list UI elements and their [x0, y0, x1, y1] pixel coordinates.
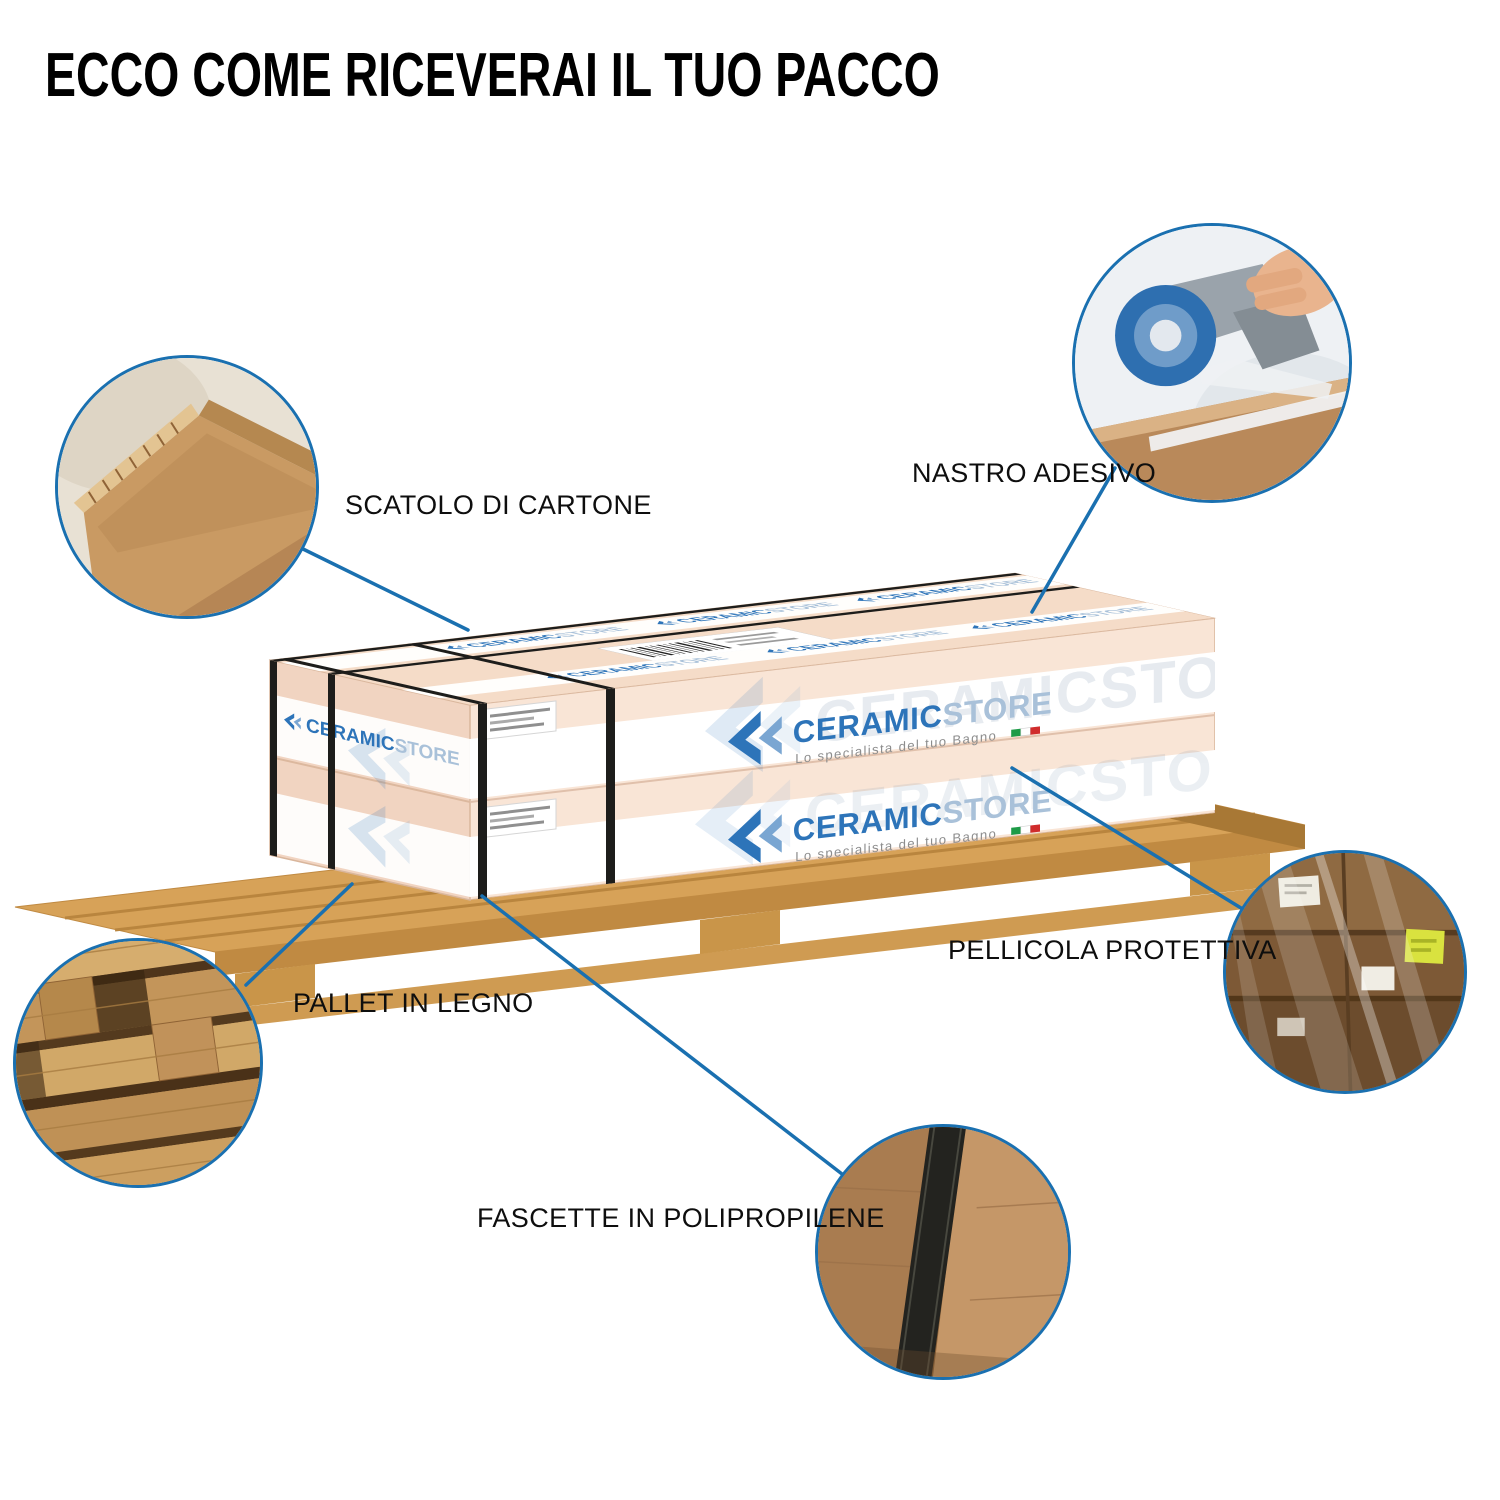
strap	[606, 688, 615, 885]
film-wrapped-boxes-photo	[1226, 853, 1464, 1091]
callout-label-nastro: NASTRO ADESIVO	[912, 458, 1157, 488]
strap	[478, 703, 487, 900]
connector-line-pallet	[244, 882, 354, 987]
pallet-bottom-rail	[235, 887, 1270, 1027]
strap	[406, 643, 615, 690]
callout-photo-nastro	[1072, 223, 1352, 503]
italian-flag-icon	[1011, 726, 1041, 737]
box-end-face: CERAMICSTORE	[269, 659, 471, 901]
callout-photo-pallet	[13, 938, 263, 1188]
side-label	[483, 700, 557, 740]
shipping-label	[597, 627, 834, 661]
strap-on-cardboard-box-photo	[818, 1127, 1068, 1377]
strap	[270, 572, 1022, 662]
italian-flag-icon	[1011, 824, 1041, 835]
wooden-pallets-photo	[16, 941, 260, 1185]
strap	[328, 673, 335, 870]
callout-photo-fascette	[815, 1124, 1071, 1380]
barcode	[618, 640, 733, 658]
callout-label-scatolo: SCATOLO DI CARTONE	[345, 490, 652, 520]
tape-gun-sealing-box-photo	[1075, 226, 1349, 500]
box-front-face: CERAMICSTORE CERAMICSTORE CERAMICSTORE	[470, 617, 1215, 900]
callout-label-pallet: PALLET IN LEGNO	[293, 988, 534, 1018]
callout-photo-pellicola	[1223, 850, 1467, 1094]
page-title: ECCO COME RICEVERAI IL TUO PACCO	[45, 41, 940, 110]
cardboard-box-corner-photo	[58, 358, 316, 616]
strap	[278, 658, 487, 705]
callout-photo-scatolo	[55, 355, 319, 619]
connector-line-pellicola	[1010, 766, 1243, 910]
callout-label-fascette: FASCETTE IN POLIPROPILENE	[477, 1203, 885, 1233]
callout-label-pellicola: PELLICOLA PROTETTIVA	[948, 935, 1277, 965]
strap	[270, 660, 277, 857]
connector-line-fascette	[480, 894, 844, 1176]
strap	[328, 586, 1080, 675]
connector-lines	[244, 466, 1243, 1176]
pallet-block	[1190, 853, 1270, 896]
pallet-block	[700, 910, 780, 954]
box-top-face: CERAMICSTORE CERAMICSTORE CERAMICSTORE	[268, 572, 1217, 706]
connector-line-nastro	[1030, 466, 1117, 614]
connector-line-scatolo	[301, 547, 470, 632]
